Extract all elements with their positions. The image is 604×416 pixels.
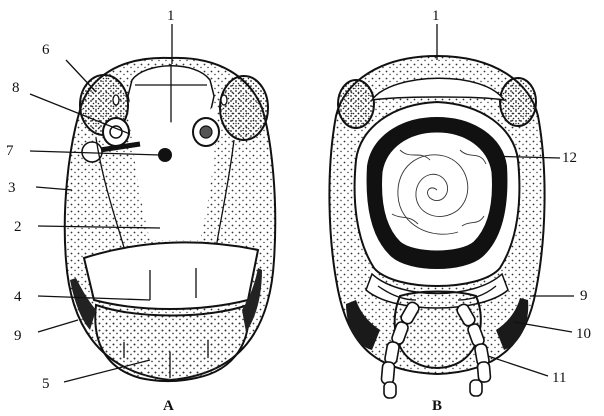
label-b-1: 1 [432, 8, 440, 24]
label-a-1: 1 [167, 8, 175, 24]
label-b-11: 11 [552, 370, 566, 386]
label-a-8: 8 [12, 80, 20, 96]
panel-a-head-front [65, 58, 275, 381]
compound-eye-rear-left [338, 80, 374, 128]
label-a-5: 5 [42, 376, 50, 392]
panel-b-head-rear [329, 56, 544, 398]
label-a-6: 6 [42, 42, 50, 58]
label-b-12: 12 [562, 150, 577, 166]
label-a-4: 4 [14, 289, 22, 305]
panel-caption-b: B [432, 398, 442, 414]
label-a-9: 9 [14, 328, 22, 344]
label-a-2: 2 [14, 219, 22, 235]
label-b-10: 10 [576, 326, 591, 342]
label-a-7: 7 [6, 143, 14, 159]
compound-eye-rear-right [500, 78, 536, 126]
label-a-3: 3 [8, 180, 16, 196]
labrum [95, 305, 248, 381]
median-ocellus [158, 148, 172, 162]
lateral-ocellus-right [221, 95, 227, 105]
compound-eye-right [220, 76, 268, 140]
lateral-ocellus-left [113, 95, 119, 105]
label-b-9: 9 [580, 288, 588, 304]
panel-caption-a: A [163, 398, 174, 414]
